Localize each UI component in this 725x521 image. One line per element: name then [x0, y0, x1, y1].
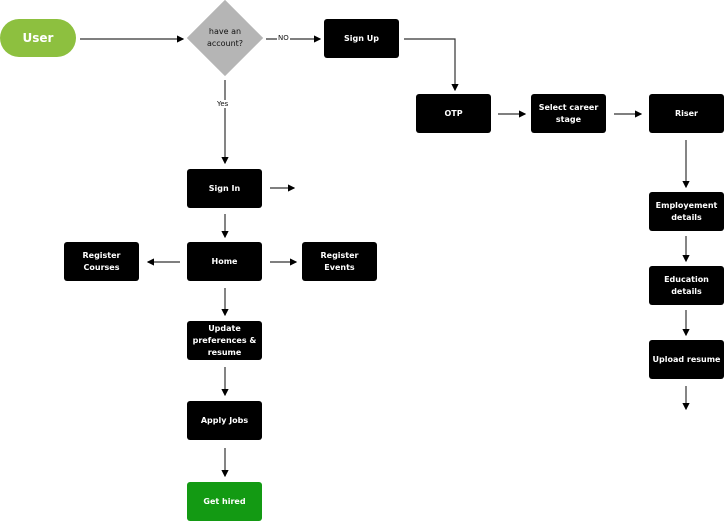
node-sign-up: Sign Up — [324, 19, 399, 58]
node-update-preferences: Update preferences & resume — [187, 321, 262, 360]
node-otp: OTP — [416, 94, 491, 133]
node-riser: Riser — [649, 94, 724, 133]
node-upload-resume: Upload resume — [649, 340, 724, 379]
start-node-user: User — [0, 19, 76, 57]
node-register-events: Register Events — [302, 242, 377, 281]
no-label: NO — [277, 34, 290, 42]
node-education: Education details — [649, 266, 724, 305]
yes-label: Yes — [216, 100, 230, 108]
node-employment: Employement details — [649, 192, 724, 231]
decision-label: have an account? — [206, 27, 244, 48]
arrow-signup-otp — [404, 38, 459, 92]
node-sign-in: Sign In — [187, 169, 262, 208]
node-register-courses: Register Courses — [64, 242, 139, 281]
node-career-stage: Select career stage — [531, 94, 606, 133]
node-apply-jobs: Apply Jobs — [187, 401, 262, 440]
end-node-get-hired: Get hired — [187, 482, 262, 521]
node-home: Home — [187, 242, 262, 281]
